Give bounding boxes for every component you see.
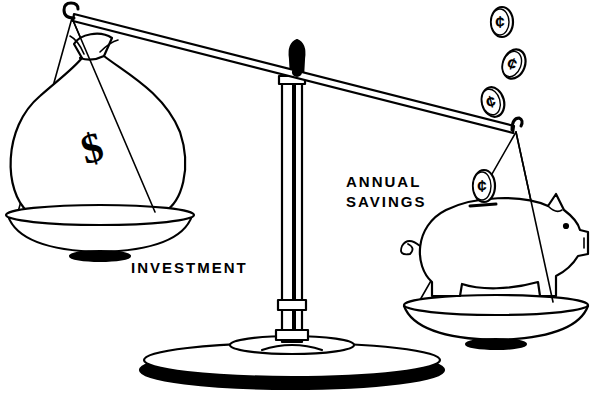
pivot-pin — [293, 68, 301, 76]
annual-savings-label: ANNUAL SAVINGS — [346, 172, 442, 211]
coin — [491, 9, 509, 35]
pig-eye — [564, 224, 568, 228]
left-pan-foot — [70, 251, 130, 261]
coin — [478, 85, 507, 120]
right-string — [516, 132, 553, 302]
cent-sign: ¢ — [495, 14, 504, 31]
right-hook — [512, 118, 522, 130]
dollar-sign: $ — [76, 125, 107, 171]
coin — [499, 46, 530, 82]
column-collar — [278, 300, 306, 310]
cent-sign: ¢ — [505, 54, 520, 73]
left-hook — [64, 3, 78, 18]
left-string — [72, 18, 155, 212]
investment-label: INVESTMENT — [131, 258, 248, 278]
coin — [499, 49, 525, 80]
pig-snout — [583, 238, 585, 248]
piggy-bank — [420, 194, 588, 296]
pig-ear — [548, 206, 562, 211]
coin — [473, 172, 491, 200]
right-pan-rim — [404, 295, 588, 315]
pig-tail — [401, 241, 420, 254]
bag-tie — [80, 56, 104, 60]
base-shade — [262, 345, 322, 350]
cent-sign: ¢ — [484, 93, 498, 112]
coin-slot — [470, 204, 496, 206]
left-pan-rim — [6, 205, 194, 225]
coin — [473, 170, 495, 202]
cent-sign: ¢ — [477, 178, 486, 195]
column-foot — [276, 330, 308, 340]
right-pan-foot — [466, 339, 526, 349]
money-bag — [11, 34, 186, 212]
coin — [479, 87, 503, 117]
bag-tie — [70, 36, 118, 54]
coin — [491, 7, 513, 37]
